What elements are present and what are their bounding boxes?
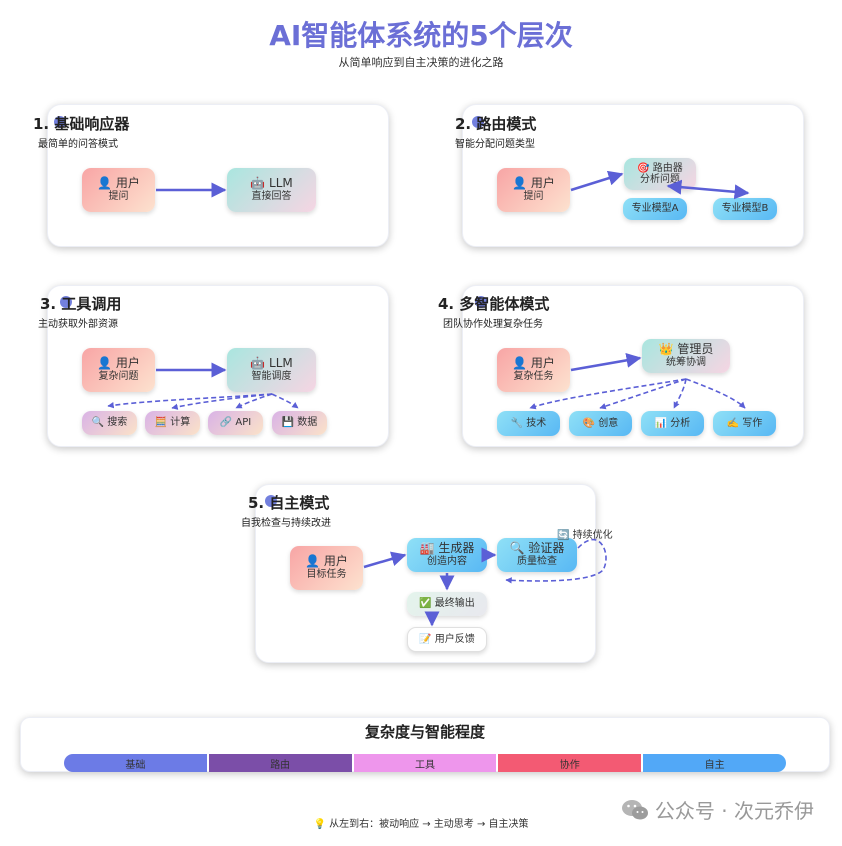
node-label: 👤 用户 bbox=[305, 554, 348, 569]
watermark: 公众号 · 次元乔伊 bbox=[621, 795, 814, 824]
level-3-search-node: 🔍 搜索 bbox=[82, 411, 137, 435]
node-label: 🤖 LLM bbox=[250, 176, 293, 191]
level-4-user-node: 👤 用户 复杂任务 bbox=[497, 348, 570, 392]
footer-note: 💡 从左到右：被动响应 → 主动思考 → 自主决策 bbox=[313, 819, 529, 830]
node-label: 🔧 技术 bbox=[510, 417, 547, 429]
level-3-user-node: 👤 用户 复杂问题 bbox=[82, 348, 155, 392]
complexity-segment-2: 路由 bbox=[208, 754, 352, 772]
node-label: 🔍 验证器 bbox=[509, 541, 565, 556]
level-1-user-node: 👤 用户 提问 bbox=[82, 168, 155, 212]
node-sublabel: 直接回答 bbox=[251, 191, 292, 203]
node-sublabel: 提问 bbox=[108, 191, 129, 203]
complexity-segment-1: 基础 bbox=[64, 754, 207, 772]
node-label: ✅ 最终输出 bbox=[419, 598, 475, 610]
watermark-text: 公众号 · 次元乔伊 bbox=[654, 799, 814, 823]
node-sublabel: 复杂问题 bbox=[98, 371, 139, 383]
level-1-title: 1. 基础响应器 bbox=[33, 115, 130, 133]
level-5-verifier-node: 🔍 验证器 质量检查 bbox=[497, 538, 577, 572]
complexity-segment-3: 工具 bbox=[353, 754, 497, 772]
level-5-user-node: 👤 用户 目标任务 bbox=[290, 546, 363, 590]
node-label: 💾 数据 bbox=[281, 417, 318, 429]
level-5-subtitle: 自我检查与持续改进 bbox=[241, 518, 331, 529]
node-label: 🧮 计算 bbox=[154, 417, 191, 429]
level-3-llm-node: 🤖 LLM 智能调度 bbox=[227, 348, 316, 392]
node-label: 🎨 创意 bbox=[582, 417, 619, 429]
level-2-user-node: 👤 用户 提问 bbox=[497, 168, 570, 212]
node-sublabel: 智能调度 bbox=[251, 371, 292, 383]
level-2-model-a-node: 专业模型A bbox=[623, 198, 687, 220]
node-label: 👤 用户 bbox=[512, 176, 555, 191]
section-dot-icon bbox=[54, 116, 66, 128]
node-label: ✍️ 写作 bbox=[726, 417, 763, 429]
loop-label: 🔄 持续优化 bbox=[557, 530, 613, 541]
section-dot-icon bbox=[475, 296, 487, 308]
node-label: 📝 用户反馈 bbox=[419, 633, 475, 645]
level-1-subtitle: 最简单的问答模式 bbox=[38, 139, 118, 150]
level-4-manager-node: 👑 管理员 统筹协调 bbox=[642, 339, 730, 373]
level-3-subtitle: 主动获取外部资源 bbox=[38, 319, 118, 330]
node-sublabel: 复杂任务 bbox=[513, 371, 554, 383]
node-label: 专业模型A bbox=[631, 203, 679, 215]
node-label: 专业模型B bbox=[721, 203, 769, 215]
level-2-subtitle: 智能分配问题类型 bbox=[455, 139, 535, 150]
level-5-title: 5. 自主模式 bbox=[248, 494, 330, 512]
level-1-llm-node: 🤖 LLM 直接回答 bbox=[227, 168, 316, 212]
level-5-feedback-node: 📝 用户反馈 bbox=[407, 627, 487, 652]
node-label: 🎯 路由器 bbox=[637, 162, 683, 174]
complexity-segment-5: 自主 bbox=[643, 754, 786, 772]
node-sublabel: 创造内容 bbox=[427, 556, 467, 568]
node-label: 🔍 搜索 bbox=[91, 417, 128, 429]
node-sublabel: 提问 bbox=[523, 191, 544, 203]
level-3-data-node: 💾 数据 bbox=[272, 411, 327, 435]
node-sublabel: 目标任务 bbox=[306, 569, 347, 581]
page-title: AI智能体系统的5个层次 bbox=[269, 19, 573, 52]
section-dot-icon bbox=[265, 495, 277, 507]
level-4-tech-node: 🔧 技术 bbox=[497, 411, 560, 436]
level-2-title: 2. 路由模式 bbox=[455, 115, 537, 133]
level-3-title: 3. 工具调用 bbox=[40, 295, 122, 313]
node-sublabel: 分析问题 bbox=[640, 174, 680, 185]
level-4-analysis-node: 📊 分析 bbox=[641, 411, 704, 436]
level-5-output-node: ✅ 最终输出 bbox=[407, 592, 487, 616]
node-sublabel: 质量检查 bbox=[517, 556, 557, 568]
complexity-title: 复杂度与智能程度 bbox=[364, 723, 485, 741]
node-label: 🏭 生成器 bbox=[419, 541, 475, 556]
level-4-title: 4. 多智能体模式 bbox=[438, 295, 550, 313]
node-label: 📊 分析 bbox=[654, 417, 691, 429]
node-sublabel: 统筹协调 bbox=[666, 357, 706, 369]
section-dot-icon bbox=[472, 116, 484, 128]
node-label: 🔗 API bbox=[219, 417, 252, 429]
section-dot-icon bbox=[60, 296, 72, 308]
level-2-router-node: 🎯 路由器 分析问题 bbox=[624, 158, 696, 190]
node-label: 👤 用户 bbox=[97, 176, 140, 191]
level-4-writing-node: ✍️ 写作 bbox=[713, 411, 776, 436]
node-label: 👤 用户 bbox=[97, 356, 140, 371]
level-3-api-node: 🔗 API bbox=[208, 411, 263, 435]
node-label: 👑 管理员 bbox=[658, 342, 714, 357]
level-3-calc-node: 🧮 计算 bbox=[145, 411, 200, 435]
level-4-creative-node: 🎨 创意 bbox=[569, 411, 632, 436]
node-label: 👤 用户 bbox=[512, 356, 555, 371]
node-label: 🤖 LLM bbox=[250, 356, 293, 371]
wechat-icon bbox=[621, 799, 649, 821]
level-2-model-b-node: 专业模型B bbox=[713, 198, 777, 220]
level-5-generator-node: 🏭 生成器 创造内容 bbox=[407, 538, 487, 572]
level-4-subtitle: 团队协作处理复杂任务 bbox=[443, 319, 543, 330]
page-subtitle: 从简单响应到自主决策的进化之路 bbox=[338, 56, 504, 69]
complexity-segment-4: 协作 bbox=[498, 754, 642, 772]
